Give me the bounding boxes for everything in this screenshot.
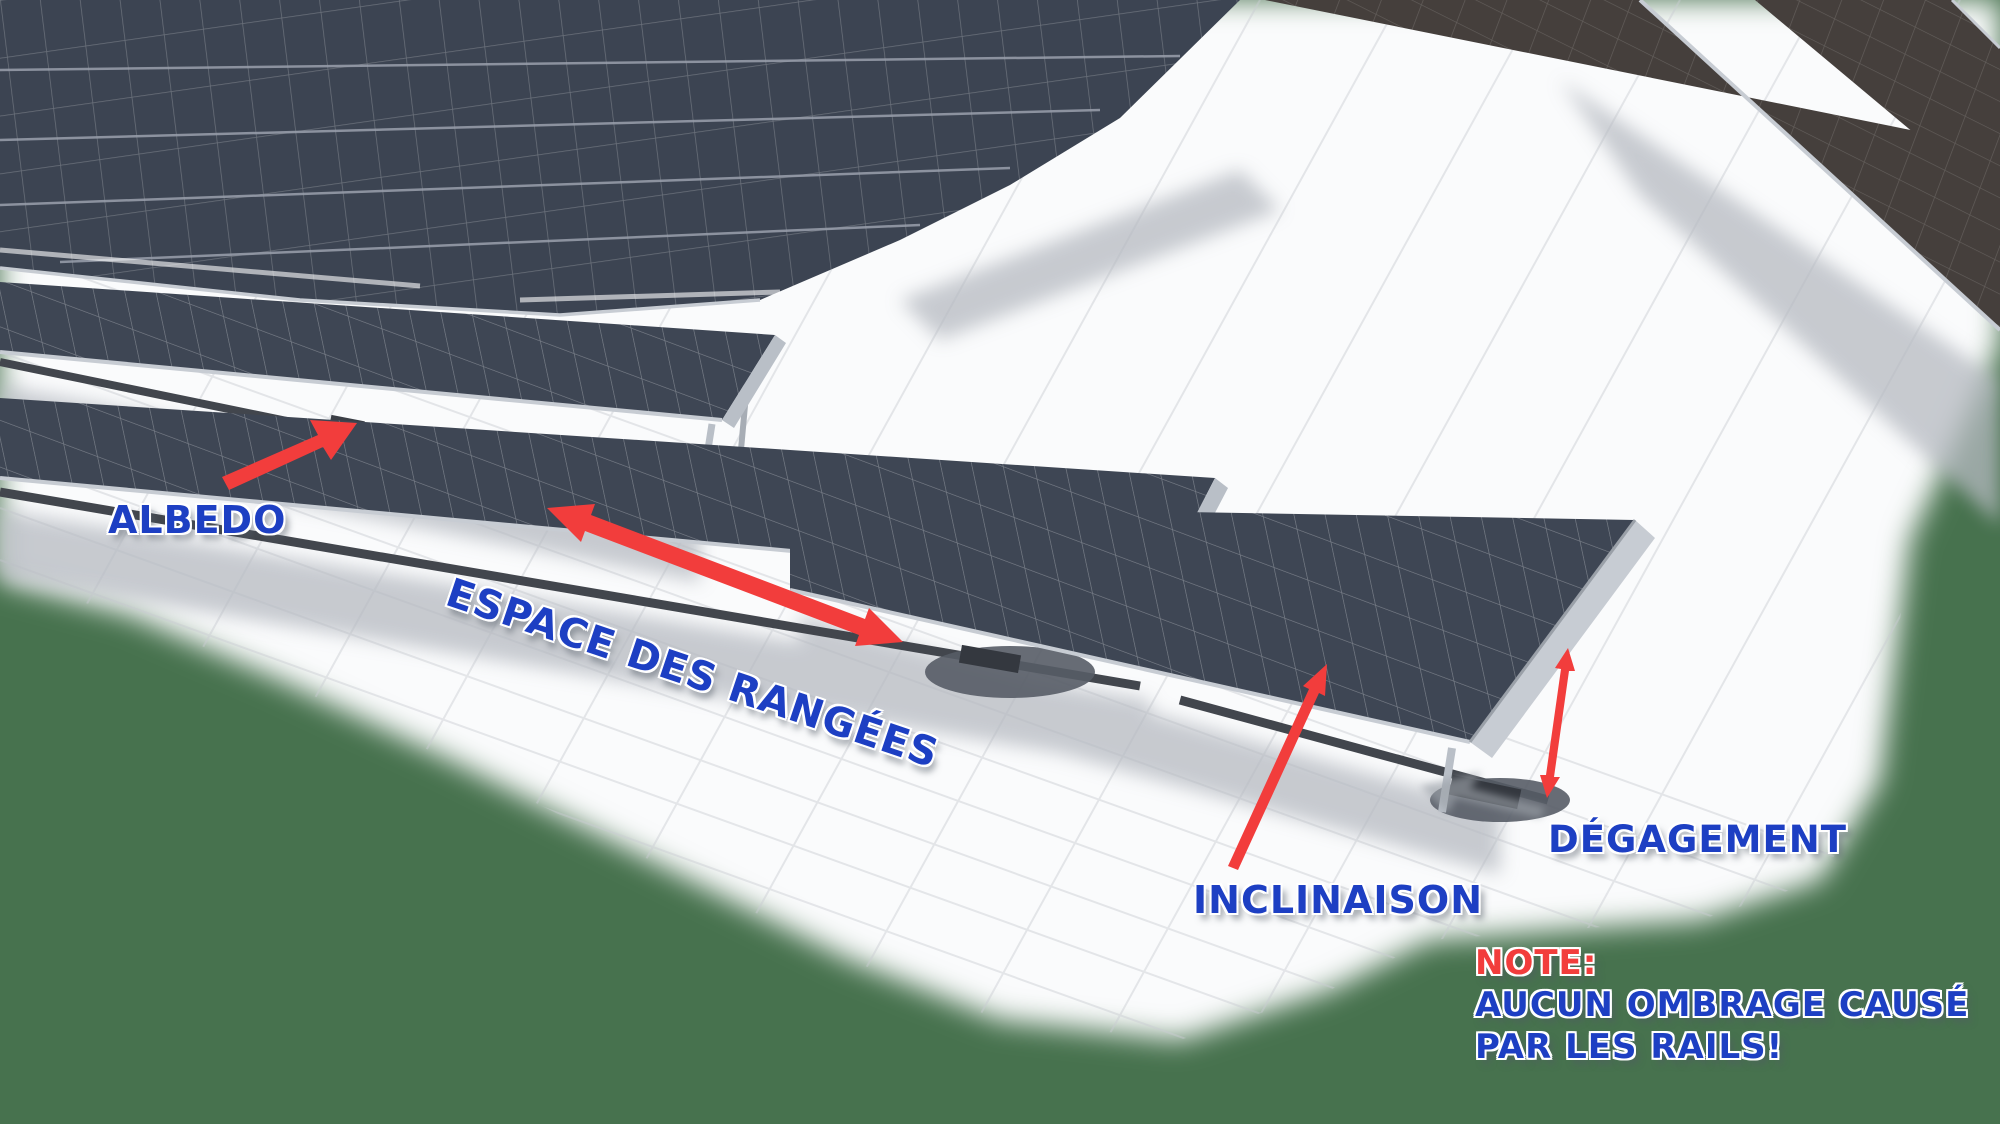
note-title: NOTE:	[1475, 943, 1598, 983]
tilt-label: INCLINAISON	[1193, 878, 1484, 922]
annotation-arrows	[222, 420, 1575, 870]
note-block: NOTE: AUCUN OMBRAGE CAUSÉ PAR LES RAILS!	[1475, 942, 1969, 1068]
clearance-arrow	[1540, 648, 1575, 798]
note-line-2: PAR LES RAILS!	[1475, 1027, 1784, 1067]
tilt-arrow	[1228, 664, 1327, 870]
note-line-1: AUCUN OMBRAGE CAUSÉ	[1475, 985, 1970, 1025]
albedo-arrow	[222, 420, 357, 490]
back-panel-rows	[0, 0, 1240, 317]
albedo-label: ALBEDO	[108, 498, 287, 542]
clearance-label: DÉGAGEMENT	[1548, 818, 1847, 861]
row-spacing-arrow	[547, 504, 903, 646]
panel-row-front	[789, 505, 1655, 822]
arrow-shadow	[1420, 772, 1545, 818]
far-right-panel-rows	[1265, 0, 2000, 332]
